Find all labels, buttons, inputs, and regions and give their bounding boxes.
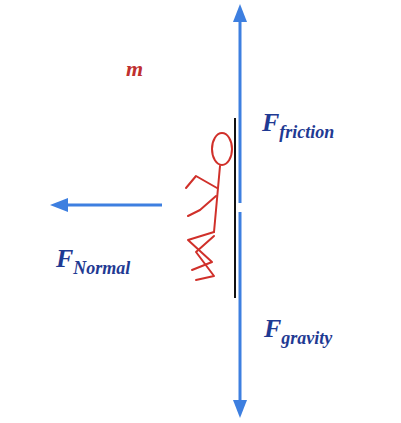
friction-arrowhead bbox=[233, 4, 247, 22]
force-arrows bbox=[50, 4, 247, 418]
force-subscript: Normal bbox=[73, 258, 130, 278]
gravity-arrowhead bbox=[233, 400, 247, 418]
force-symbol: F bbox=[56, 244, 73, 273]
normal-arrow-shaft bbox=[64, 204, 162, 207]
gravity-arrow-shaft bbox=[239, 212, 242, 404]
leg bbox=[188, 232, 214, 270]
head bbox=[212, 133, 232, 165]
force-symbol: F bbox=[264, 314, 281, 343]
force-subscript: gravity bbox=[281, 328, 332, 348]
force-symbol: F bbox=[262, 108, 279, 137]
leg bbox=[196, 236, 214, 280]
mass-label: m bbox=[126, 56, 143, 82]
normal-arrowhead bbox=[50, 198, 68, 212]
stick-figure bbox=[186, 133, 232, 280]
arm bbox=[188, 196, 216, 216]
force-subscript: friction bbox=[279, 122, 334, 142]
friction-arrow-shaft bbox=[239, 18, 242, 203]
torso bbox=[214, 166, 220, 232]
wall bbox=[234, 118, 236, 298]
gravity-force-label: Fgravity bbox=[264, 314, 332, 344]
arm bbox=[186, 176, 217, 188]
normal-force-label: FNormal bbox=[56, 244, 130, 274]
friction-force-label: Ffriction bbox=[262, 108, 334, 138]
